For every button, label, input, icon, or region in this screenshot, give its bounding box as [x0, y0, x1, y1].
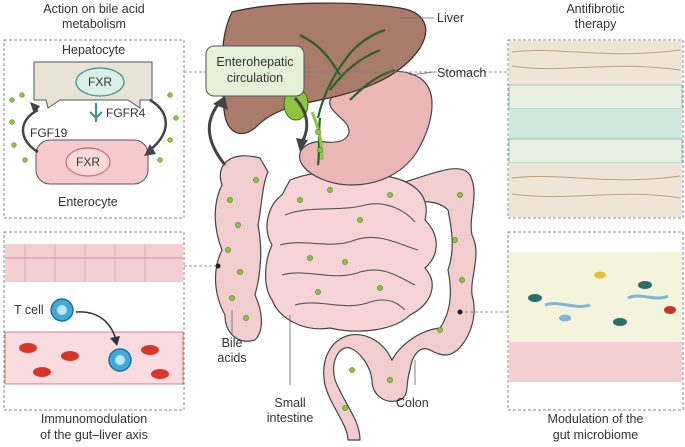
sinusoid [509, 109, 682, 139]
enterohepatic-line1: Enterohepatic [216, 55, 294, 69]
fxr-top-nucleus [75, 67, 125, 97]
immuno-caption-line1: Immunomodulation [40, 412, 148, 426]
enterohepatic-arrow-down [293, 96, 309, 143]
t-cell-vessel-core [115, 355, 125, 365]
fibrotic-tissue-top [509, 41, 682, 85]
fibrosis-strands [511, 49, 681, 199]
panel-bile-dots [9, 92, 179, 163]
hepatocyte-row-bottom [508, 138, 683, 164]
enterohepatic-line2: circulation [226, 71, 284, 85]
leader-stomach [409, 71, 435, 76]
fxr-bottom-nucleus [65, 147, 111, 177]
small-intestine-shape [265, 170, 437, 332]
hepatocyte-row-top [508, 84, 683, 110]
cycle-arrow-right [149, 98, 167, 151]
immuno-caption-line2: of the gut–liver axis [40, 428, 148, 442]
colon-shape [214, 155, 269, 342]
t-cell-label: T cell [14, 303, 44, 317]
liver-shape [221, 2, 427, 134]
microbiome-caption-line2: gut microbiome [552, 428, 639, 442]
arrow-head-cycle-right [144, 144, 156, 156]
t-cell-migration-arrow [75, 311, 117, 341]
stomach-shape [299, 70, 433, 186]
stomach-label: Stomach [437, 66, 487, 80]
liver-label: Liver [437, 11, 465, 25]
enterohepatic-box [205, 45, 305, 97]
enterocyte-label: Enterocyte [58, 195, 118, 209]
arrow-head-up [213, 96, 228, 110]
small-intestine-line1: Small [274, 396, 306, 410]
microbiome-caption-line1: Modulation of the [547, 412, 644, 426]
bile-acids-line1: Bile [221, 336, 243, 350]
bile-acid-dots [225, 129, 465, 411]
fgf19-label: FGF19 [30, 126, 68, 140]
connector-dot-right [457, 309, 463, 315]
fgfr4-label: FGFR4 [106, 106, 146, 120]
connector-dot-left [215, 263, 221, 269]
fibrotic-tissue-bottom [509, 163, 682, 217]
epithelium-bottom [509, 342, 682, 382]
bacteria [528, 271, 676, 326]
small-intestine-folds [279, 203, 419, 311]
fgfr4-receptor [89, 103, 103, 122]
hepatocyte-label: Hepatocyte [62, 43, 126, 57]
arrow-head-cycle-left [30, 102, 40, 114]
bile-acids-line2: acids [217, 351, 247, 365]
liver-vessels [299, 28, 396, 166]
antifibrotic-title-line1: Antifibrotic [566, 2, 625, 16]
t-cell-top-core [57, 305, 67, 315]
bile-acid-title-line1: Action on bile acid [43, 2, 145, 16]
enterohepatic-arrow-up [207, 101, 227, 166]
small-intestine-line2: intestine [266, 411, 314, 425]
cycle-arrow-left [21, 108, 39, 154]
antifibrotic-title-line2: therapy [574, 17, 617, 31]
epithelium-top [5, 244, 183, 282]
colon-label: Colon [396, 396, 429, 410]
arrow-head-down [296, 138, 308, 152]
fxr-bottom-label: FXR [76, 155, 100, 169]
fxr-top-label: FXR [88, 75, 112, 89]
arrow-head-tcell [110, 336, 120, 346]
bile-acid-title-line2: metabolism [62, 17, 126, 31]
red-blood-cells [19, 343, 169, 379]
